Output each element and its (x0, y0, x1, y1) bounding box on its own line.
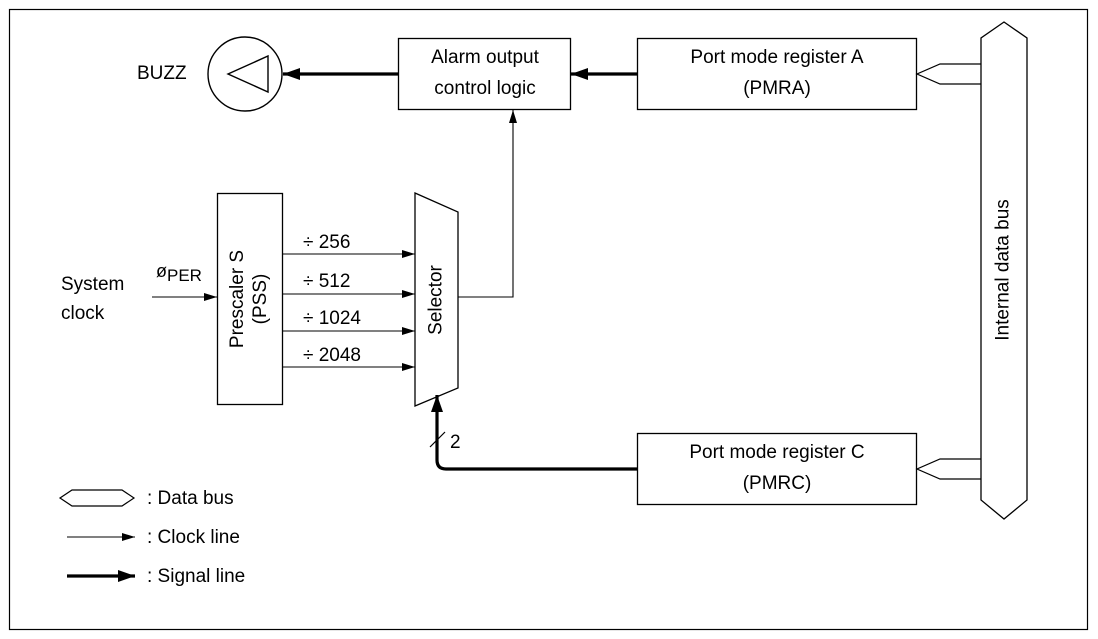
pmra-bus-connector (915, 63, 981, 85)
internal-data-bus-shape (980, 21, 1028, 520)
pmra-line2: (PMRA) (743, 78, 811, 99)
diagram-frame (8, 8, 1089, 631)
prescaler-box (216, 192, 284, 406)
selector-label: Selector (425, 265, 447, 335)
system-clock-line2: clock (61, 303, 105, 324)
phi-subscript: PER (167, 266, 202, 285)
alarm-box-line1: Alarm output (431, 47, 539, 68)
pmrc-to-selector-signal (431, 395, 637, 471)
bus-width-slash (429, 431, 446, 448)
divider-256-label: ÷ 256 (303, 232, 351, 253)
pmrc-line1: Port mode register C (689, 442, 865, 463)
pmrc-bus-connector (915, 458, 981, 480)
selector-to-alarm-line (458, 110, 517, 298)
selector-shape (414, 192, 459, 407)
pmrc-line2: (PMRC) (742, 473, 812, 494)
alarm-output-control-logic-box (397, 37, 572, 111)
divider-2048-label: ÷ 2048 (303, 345, 361, 366)
bus-width-label: 2 (450, 432, 461, 453)
prescaler-label: Prescaler S (PSS) (227, 250, 273, 348)
legend-data-bus-icon (58, 489, 136, 507)
buzz-label: BUZZ (137, 63, 187, 84)
prescaler-line2: (PSS) (250, 273, 271, 325)
legend-clock-line-label: : Clock line (147, 527, 240, 548)
phi-per-label: øPER (156, 262, 202, 285)
legend-signal-line-label: : Signal line (147, 566, 246, 587)
system-clock-line1: System (61, 274, 125, 295)
phi-symbol: ø (156, 261, 167, 281)
pmra-line1: Port mode register A (690, 47, 864, 68)
alarm-box-line2: control logic (434, 78, 536, 99)
internal-data-bus-label: Internal data bus (992, 199, 1014, 341)
buzzer-icon (207, 36, 283, 112)
divider-512-label: ÷ 512 (303, 271, 351, 292)
divider-1024-label: ÷ 1024 (303, 308, 361, 329)
legend-data-bus-label: : Data bus (147, 488, 234, 509)
prescaler-line1: Prescaler S (227, 249, 249, 349)
